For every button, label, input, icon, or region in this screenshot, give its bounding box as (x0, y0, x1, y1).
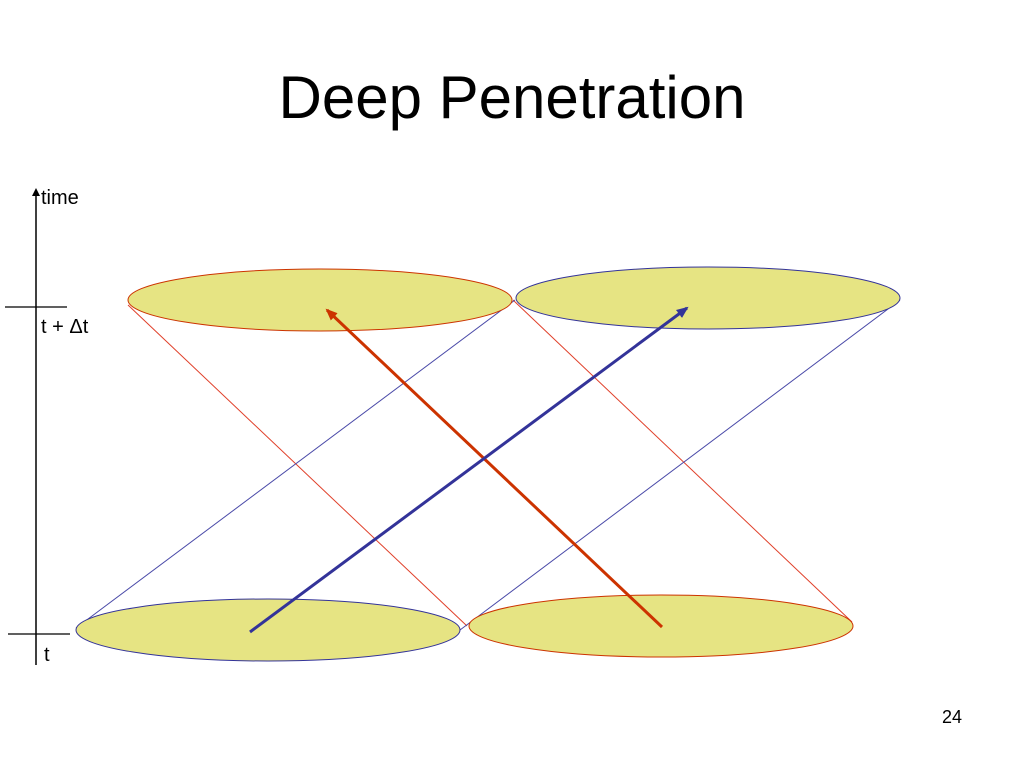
blue-arrow (249, 306, 689, 634)
red-arrow (325, 308, 664, 629)
cone-line-red-left (127, 304, 468, 627)
slide-title: Deep Penetration (278, 64, 746, 131)
ellipse-upper-left (127, 268, 513, 332)
page-number: 24 (941, 707, 962, 727)
axis-label-time: time (41, 187, 79, 209)
tick-label-lower: t (44, 644, 50, 666)
ellipse-lower-left (75, 598, 461, 662)
cone-line-blue-right (459, 299, 901, 631)
ellipse-upper-right (515, 266, 901, 330)
cone-line-blue-left (75, 299, 516, 629)
cone-line-red-right (512, 299, 853, 623)
tick-label-upper: t + Δt (41, 316, 89, 338)
